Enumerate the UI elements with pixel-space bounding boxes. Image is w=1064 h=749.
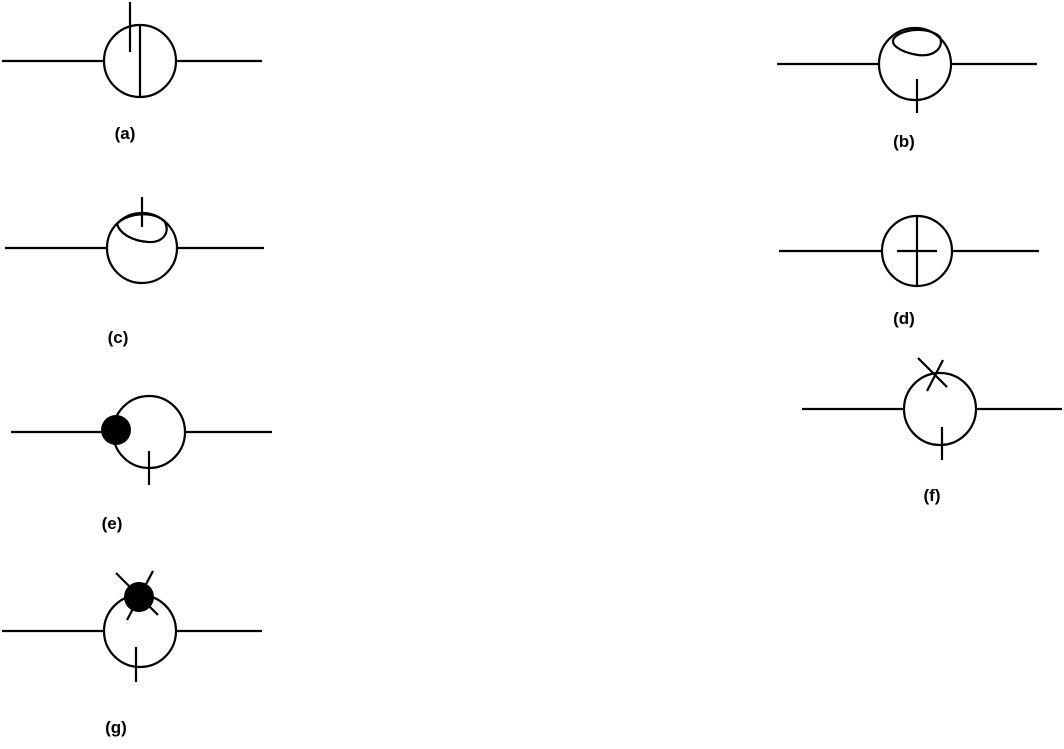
symbol-d: [779, 214, 1039, 288]
symbol-a: [2, 2, 262, 99]
label-e: (e): [101, 514, 123, 533]
symbol-f: [802, 357, 1062, 460]
symbol-f-cross-line-2: [926, 359, 944, 392]
symbol-b: [777, 26, 1037, 113]
label-a: (a): [114, 124, 136, 143]
symbol-f-circle: [902, 371, 978, 447]
symbol-c: [5, 197, 264, 285]
symbol-e-filled-dot: [101, 415, 131, 445]
symbol-e: [11, 394, 272, 485]
label-g: (g): [105, 718, 127, 737]
label-d: (d): [893, 309, 915, 328]
label-f: (f): [923, 486, 941, 505]
symbol-g: [2, 570, 262, 682]
symbol-g-filled-dot: [124, 582, 154, 612]
label-b: (b): [893, 132, 915, 151]
symbol-f-cross-line-1: [917, 357, 948, 388]
symbol-b-loop: [892, 28, 942, 57]
label-c: (c): [107, 328, 129, 347]
